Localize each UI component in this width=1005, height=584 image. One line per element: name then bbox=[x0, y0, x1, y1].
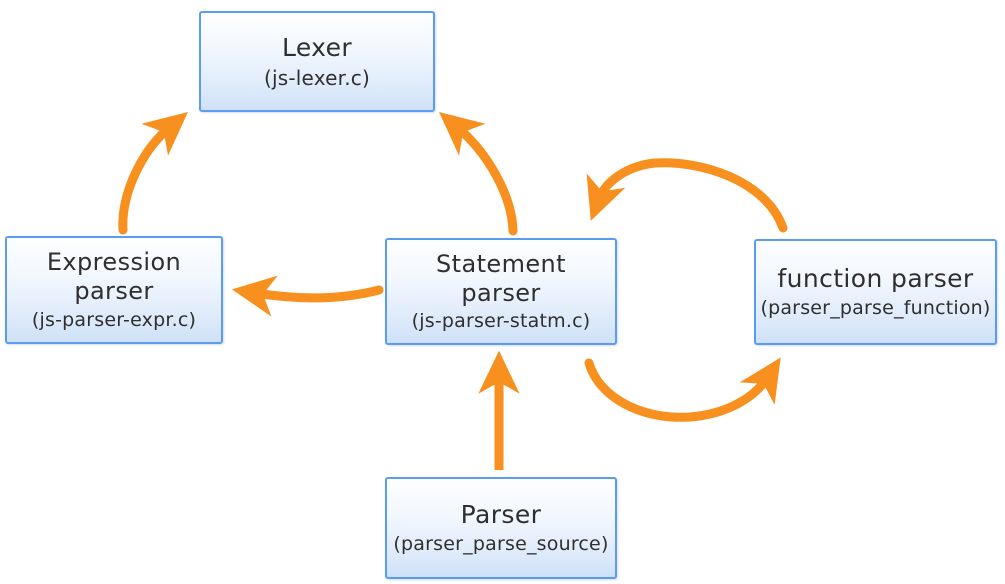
node-function-parser-subtitle: (parser_parse_function) bbox=[760, 296, 991, 319]
node-function-parser[interactable]: function parser (parser_parse_function) bbox=[754, 239, 997, 345]
node-lexer-title: Lexer bbox=[281, 33, 353, 63]
node-expression-parser[interactable]: Expression parser (js-parser-expr.c) bbox=[5, 236, 223, 344]
node-expression-parser-title-line2: parser bbox=[74, 277, 154, 306]
node-statement-parser-title-line2: parser bbox=[461, 278, 541, 307]
node-parser-subtitle: (parser_parse_source) bbox=[393, 532, 609, 555]
node-expression-parser-subtitle: (js-parser-expr.c) bbox=[31, 308, 197, 331]
node-parser-title: Parser bbox=[460, 500, 542, 530]
arrow-statement-to-lexer bbox=[439, 112, 518, 236]
node-lexer-subtitle: (js-lexer.c) bbox=[264, 65, 370, 90]
node-statement-parser-subtitle: (js-parser-statm.c) bbox=[411, 310, 591, 333]
arrow-statement-to-function bbox=[584, 357, 781, 422]
node-parser[interactable]: Parser (parser_parse_source) bbox=[385, 477, 617, 579]
node-function-parser-title: function parser bbox=[777, 264, 974, 294]
node-statement-parser-title-line1: Statement bbox=[436, 249, 566, 278]
arrow-statement-to-expression bbox=[231, 275, 384, 317]
node-statement-parser[interactable]: Statement parser (js-parser-statm.c) bbox=[385, 238, 617, 345]
node-expression-parser-title-line1: Expression bbox=[46, 248, 182, 277]
arrow-function-to-statement bbox=[586, 158, 788, 233]
arrow-expression-to-lexer bbox=[118, 112, 188, 235]
node-lexer[interactable]: Lexer (js-lexer.c) bbox=[199, 11, 435, 112]
